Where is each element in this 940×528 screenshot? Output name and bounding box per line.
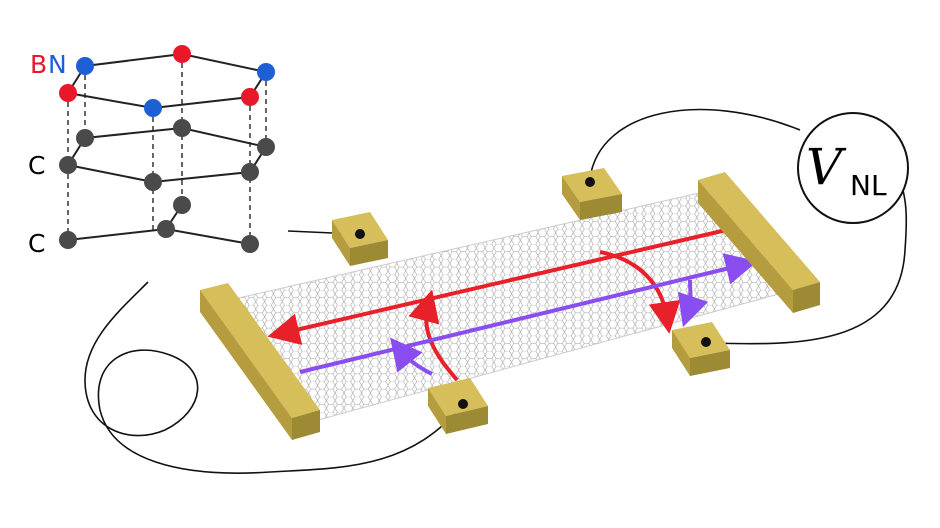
nitrogen-atom [257, 63, 275, 81]
carbon-atom [144, 173, 162, 191]
voltage-symbol: V [806, 138, 843, 196]
red-current-out [599, 250, 681, 334]
probe-right-top [562, 168, 622, 220]
carbon-atom [257, 138, 275, 156]
carbon-atom [59, 156, 77, 174]
boron-label: B [30, 50, 48, 79]
probe-contact-dot [458, 399, 468, 409]
valley-current [299, 253, 758, 376]
carbon-atom [241, 235, 259, 253]
right-current-contact [698, 172, 820, 313]
carbon-atom [157, 220, 175, 238]
boron-atom [173, 45, 191, 63]
purple-current-out [677, 279, 709, 328]
probe-contact-dot [355, 229, 365, 239]
carbon-atom [241, 163, 259, 181]
nitrogen-atom [76, 57, 94, 75]
voltage-subscript: NL [850, 169, 887, 202]
contacts [200, 168, 820, 440]
probe-bottom-left [428, 378, 488, 434]
carbon-atom [173, 196, 191, 214]
carbon-label-upper: C [28, 151, 46, 180]
left-current-contact [200, 283, 320, 440]
red-current-line [267, 226, 736, 345]
carbon-layer-upper-atoms [59, 119, 275, 191]
nitrogen-label: N [48, 50, 67, 79]
carbon-layer-lower-atoms [59, 196, 259, 253]
charge-current [267, 226, 736, 382]
probe-bottom-right [672, 322, 730, 376]
boron-atom [59, 84, 77, 102]
carbon-atom [173, 119, 191, 137]
bn-layer-bonds [66, 52, 268, 110]
red-current-in [408, 289, 459, 382]
bn-layer-atoms [59, 45, 275, 117]
carbon-label-lower: C [28, 229, 46, 258]
nitrogen-atom [144, 99, 162, 117]
probe-left [332, 212, 388, 266]
probe-contact-dot [585, 177, 595, 187]
wire-vnl-top [589, 108, 801, 179]
boron-atom [241, 88, 259, 106]
carbon-atom [76, 129, 94, 147]
probe-contact-dot [701, 337, 711, 347]
carbon-layer-upper [66, 126, 268, 184]
voltmeter-circle [797, 112, 909, 224]
wires [84, 108, 908, 474]
interlayer-dashed-lines [67, 54, 267, 244]
purple-current-in [390, 337, 433, 376]
wire-vnl-bottom [707, 189, 908, 345]
purple-current-line [299, 253, 758, 374]
wire-left-loop [84, 281, 464, 474]
carbon-atom [59, 231, 77, 249]
lattice-structure [59, 45, 275, 253]
